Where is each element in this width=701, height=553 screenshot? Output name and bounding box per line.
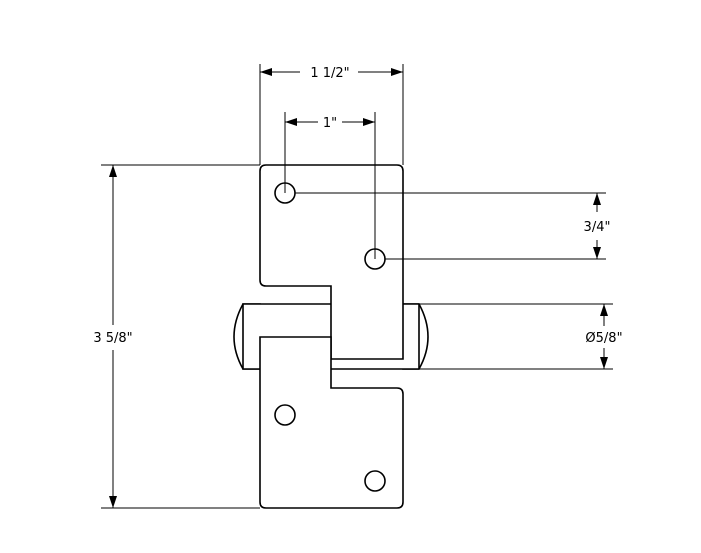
dimension-label-overall-width: 1 1/2" — [310, 66, 349, 81]
dimension-label-overall-height: 3 5/8" — [93, 331, 132, 346]
lower-leaf — [259, 336, 404, 509]
dimension-label-hole-spacing-horizontal: 1" — [323, 116, 337, 131]
hole-lower-right — [364, 470, 386, 492]
dimension-pin-diameter: Ø5/8" — [420, 303, 623, 370]
dimension-label-pin-diameter: Ø5/8" — [585, 331, 622, 346]
hole-lower-left — [274, 404, 296, 426]
hinge-body — [233, 164, 429, 509]
dimension-overall-width: 1 1/2" — [259, 64, 404, 165]
dimension-hole-spacing-horizontal: 1" — [284, 112, 376, 259]
dimension-label-hole-spacing-vertical: 3/4" — [584, 220, 611, 235]
dimension-hole-spacing-vertical: 3/4" — [295, 192, 611, 260]
dimension-overall-height: 3 5/8" — [93, 164, 260, 509]
upper-leaf — [259, 164, 404, 360]
